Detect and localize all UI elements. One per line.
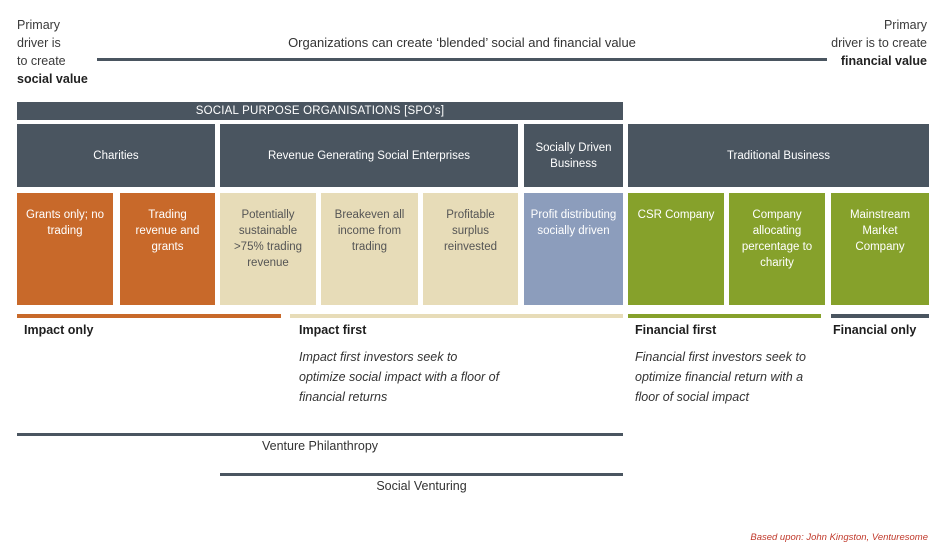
label-impact-first: Impact first [299,323,367,337]
box-mainstream-market-company: Mainstream Market Company [831,193,929,305]
social-venturing-label: Social Venturing [376,479,467,493]
label-financial-first: Financial first [635,323,717,337]
venture-philanthropy-line [17,433,623,436]
spectrum-title: Organizations can create ‘blended’ socia… [288,35,636,50]
financial-first-description: Financial first investors seek to optimi… [635,350,806,404]
venture-philanthropy-label: Venture Philanthropy [261,439,379,453]
box-csr-company: CSR Company [628,193,724,305]
box-profit-distributing: Profit distributing socially driven [524,193,623,305]
label-financial-only: Financial only [833,323,917,337]
impact-first-description: Impact first investors seek to optimize … [299,350,500,404]
box-grants-only: Grants only; no trading [17,193,113,305]
header-charities: Charities [17,124,215,187]
band-financial-only [831,314,929,318]
header-traditional-business: Traditional Business [628,124,929,187]
box-company-allocating: Company allocating percentage to charity [729,193,825,305]
left-driver-label: Primary driver is to create social value [17,18,88,86]
band-impact-first [290,314,623,318]
spo-bar: SOCIAL PURPOSE ORGANISATIONS [SPO’s] [17,102,623,120]
header-socially-driven-business: Socially Driven Business [524,124,623,187]
box-trading-revenue-and-grants: Trading revenue and grants [120,193,215,305]
label-impact-only: Impact only [24,323,94,337]
band-financial-first [628,314,821,318]
spectrum-line [97,58,827,61]
band-impact-only [17,314,281,318]
right-driver-label: Primary driver is to create financial va… [831,18,927,68]
box-breakeven: Breakeven all income from trading [321,193,418,305]
social-venturing-line [220,473,623,476]
box-profitable-surplus: Profitable surplus reinvested [423,193,518,305]
source-credit: Based upon: John Kingston, Venturesome [750,532,928,543]
box-potentially-sustainable: Potentially sustainable >75% trading rev… [220,193,316,305]
header-revenue-generating-social-enterprises: Revenue Generating Social Enterprises [220,124,518,187]
